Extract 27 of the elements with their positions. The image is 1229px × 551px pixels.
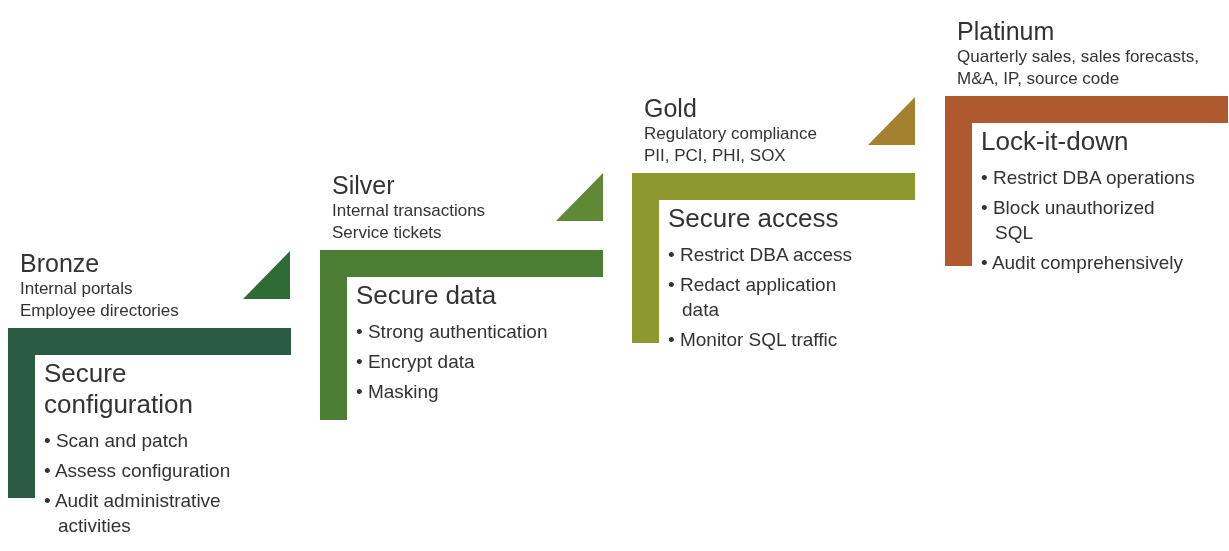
bullet-item: • Scan and patch [44, 429, 189, 453]
bullet-item: • Audit comprehensively [981, 251, 1185, 275]
bullet-item: • Restrict DBA operations [981, 166, 1196, 190]
bullet-item: • Redact application data [668, 273, 838, 322]
bullet-item: • Restrict DBA access [668, 243, 854, 267]
tier-name: Silver [332, 170, 395, 200]
tier-description: Internal transactions [332, 200, 486, 222]
tier-description: PII, PCI, PHI, SOX [644, 145, 786, 167]
bullet-item: • Audit administrative activities [44, 489, 222, 538]
tier-name: Gold [644, 93, 697, 123]
tier-description: Employee directories [20, 300, 179, 322]
bullet-item: • Monitor SQL traffic [668, 328, 839, 352]
tier-description: Regulatory compliance [644, 123, 817, 145]
tier-description: Internal portals [20, 278, 133, 300]
bullet-item: • Encrypt data [356, 350, 476, 374]
step-heading: Secure data [356, 280, 498, 311]
tier-name: Bronze [20, 248, 100, 278]
step-heading: Lock-it-down [981, 126, 1130, 157]
tier-description: Quarterly sales, sales forecasts, M&A, IP, source code [957, 46, 1200, 90]
step-heading: Secure access [668, 203, 840, 234]
tier-name: Platinum [957, 16, 1055, 46]
step-heading: Secure configuration [44, 358, 194, 420]
bullet-item: • Assess configuration [44, 459, 232, 483]
tier-description: Service tickets [332, 222, 442, 244]
bullet-item: • Strong authentication [356, 320, 549, 344]
bullet-item: • Masking [356, 380, 440, 404]
bullet-item: • Block unauthorized SQL [981, 196, 1156, 245]
